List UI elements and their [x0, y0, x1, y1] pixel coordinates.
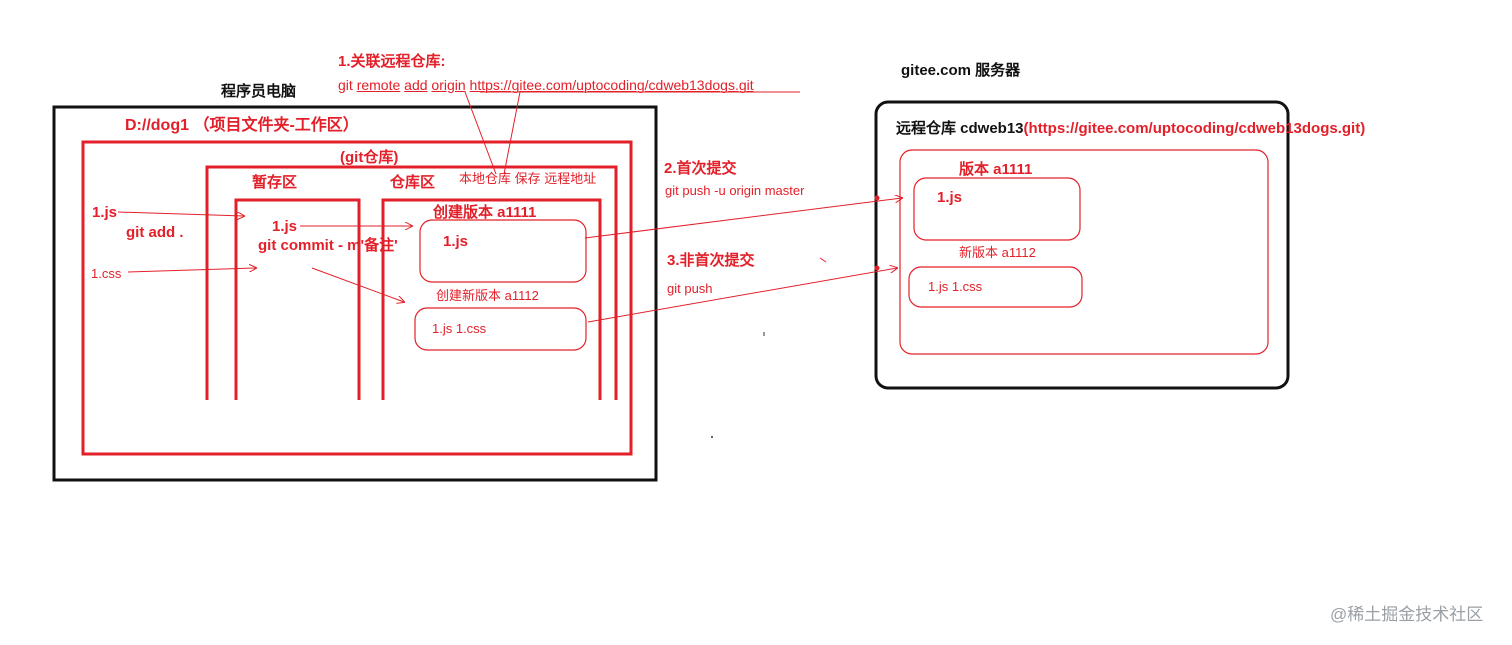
pc-title: 程序员电脑: [221, 83, 297, 100]
git-repo-frame: [205, 165, 618, 400]
repository-label: 仓库区: [390, 174, 436, 191]
server-title: gitee.com 服务器: [901, 62, 1021, 79]
workspace-frame: [81, 140, 633, 456]
arrow-first-push: [584, 198, 902, 239]
push-dot-1: [874, 195, 880, 201]
local-version1-box: [419, 219, 587, 283]
remote-repo-url: (https://gitee.com/uptocoding/cdweb13dog…: [1023, 120, 1366, 137]
workspace-label: D://dog1 （项目文件夹-工作区）: [125, 117, 359, 134]
step1-command: git remote add origin https://gitee.com/…: [338, 78, 754, 92]
staged-file-js: 1.js: [272, 218, 298, 235]
local-repo-note: 本地仓库 保存 远程地址: [459, 171, 597, 186]
server-frame: [874, 100, 1290, 390]
workspace-file-js: 1.js: [92, 204, 118, 221]
step3-title: 3.非首次提交: [667, 252, 755, 269]
stray-mark: [819, 257, 827, 263]
arrow-css-to-staging: [127, 268, 256, 273]
remote-version1-title: 版本 a1111: [959, 161, 1033, 178]
push-dot-2: [874, 265, 880, 271]
cmd-add: add: [404, 77, 428, 93]
git-commit-command: git commit - m'备注': [258, 237, 398, 254]
workspace-file-css: 1.css: [91, 266, 122, 281]
staging-label: 暂存区: [252, 174, 298, 191]
repository-frame: [381, 198, 602, 400]
local-version2-files: 1.js 1.css: [432, 321, 487, 336]
pc-frame: [52, 105, 658, 482]
arrow-js-to-staging: [117, 211, 244, 216]
link-line-1: [464, 91, 497, 175]
staging-frame: [234, 198, 361, 400]
arrow-later-push: [587, 268, 897, 323]
remote-repo-heading: 远程仓库 cdweb13(https://gitee.com/uptocodin…: [896, 121, 1365, 136]
remote-repo-label: 远程仓库 cdweb13: [896, 120, 1024, 137]
local-version2-title: 创建新版本 a1112: [436, 288, 539, 303]
remote-version2-title: 新版本 a1112: [959, 245, 1036, 260]
link-line-2: [503, 91, 521, 175]
remote-version2-box: [908, 266, 1083, 308]
step3-command: git push: [667, 281, 713, 296]
cmd-git: git: [338, 77, 353, 93]
remote-version2-files: 1.js 1.css: [928, 279, 983, 294]
git-repo-label: (git仓库): [340, 149, 399, 166]
local-version1-file: 1.js: [443, 233, 469, 250]
remote-version1-file: 1.js: [937, 189, 963, 206]
cmd-remote: remote: [356, 77, 401, 93]
step2-command: git push -u origin master: [665, 183, 805, 198]
git-add-command: git add .: [126, 224, 184, 241]
cmd-origin: origin: [431, 77, 466, 93]
stray-dot: [711, 436, 713, 438]
step1-title: 1.关联远程仓库:: [338, 53, 446, 70]
remote-repo-box: [899, 149, 1269, 355]
local-version2-box: [414, 307, 587, 351]
cmd-url: https://gitee.com/uptocoding/cdweb13dogs…: [469, 77, 754, 93]
arrow-staging-to-repo-2: [311, 267, 404, 302]
local-version1-title: 创建版本 a1111: [433, 204, 537, 221]
remote-version1-box: [913, 177, 1081, 241]
watermark: @稀土掘金技术社区: [1330, 605, 1484, 624]
step2-title: 2.首次提交: [664, 160, 737, 177]
